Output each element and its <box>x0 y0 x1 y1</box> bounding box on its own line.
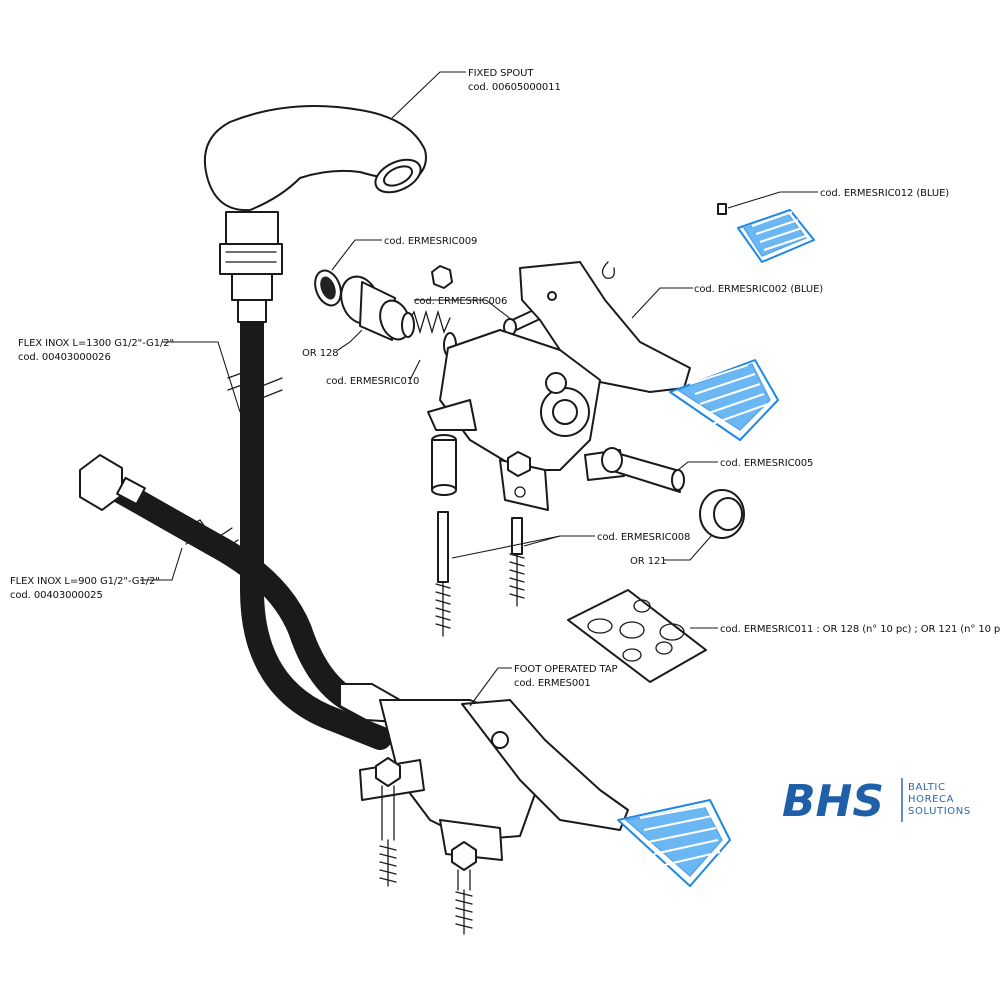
hex-bolt-upper <box>507 451 531 477</box>
label-ermesric008: cod. ERMESRIC008 <box>597 532 690 543</box>
label-flex-1300-code: cod. 00403000026 <box>18 352 111 363</box>
nut-or121 <box>699 489 745 539</box>
logo-line-1: BALTIC <box>908 782 946 793</box>
label-fixed-spout-name: FIXED SPOUT <box>468 68 534 79</box>
flex-hose-900 <box>79 454 372 717</box>
screw-lower-right <box>451 841 477 935</box>
leader-lines <box>140 71 818 707</box>
screw-left <box>435 511 451 637</box>
label-flex-900-code: cod. 00403000025 <box>10 590 103 601</box>
label-ermesric012: cod. ERMESRIC012 (BLUE) <box>820 188 949 199</box>
tap-body-lower <box>339 683 731 887</box>
oring-kit-ermesric011 <box>567 589 707 683</box>
bhs-logo: BHS BALTIC HORECA SOLUTIONS <box>782 776 971 827</box>
blue-key-ermesric012 <box>717 203 815 263</box>
label-flex-1300-name: FLEX INOX L=1300 G1/2"-G1/2" <box>18 338 174 349</box>
label-ermesric010: cod. ERMESRIC010 <box>326 376 419 387</box>
flex-hose-1300 <box>237 299 392 750</box>
logo-line-2: HORECA <box>908 794 954 805</box>
label-fixed-spout-code: cod. 00605000011 <box>468 82 561 93</box>
valve-pin-ermesric005 <box>601 447 685 493</box>
logo-mark: BHS <box>782 776 884 827</box>
label-ermesric011: cod. ERMESRIC011 : OR 128 (n° 10 pc) ; O… <box>720 624 1000 635</box>
label-ermesric005: cod. ERMESRIC005 <box>720 458 813 469</box>
label-or121: OR 121 <box>630 556 667 567</box>
label-ermesric006: cod. ERMESRIC006 <box>414 296 507 307</box>
screw-lower-left <box>375 757 401 887</box>
o-ring-or128 <box>314 269 342 307</box>
cartridge-ermesric009 <box>340 275 411 341</box>
hose-break-marks <box>179 369 283 553</box>
label-or128: OR 128 <box>302 348 339 359</box>
label-ermesric009: cod. ERMESRIC009 <box>384 236 477 247</box>
spacer-tube <box>431 434 457 496</box>
circlip <box>601 261 615 279</box>
tap-body-upper <box>427 261 779 511</box>
label-foot-tap-name: FOOT OPERATED TAP <box>514 664 617 675</box>
screw-right <box>509 517 525 607</box>
logo-line-3: SOLUTIONS <box>908 806 971 817</box>
fixed-spout <box>203 105 427 301</box>
hex-nut-small <box>431 265 453 289</box>
label-flex-900-name: FLEX INOX L=900 G1/2"-G1/2" <box>10 576 160 587</box>
label-ermesric002: cod. ERMESRIC002 (BLUE) <box>694 284 823 295</box>
label-foot-tap-code: cod. ERMES001 <box>514 678 591 689</box>
